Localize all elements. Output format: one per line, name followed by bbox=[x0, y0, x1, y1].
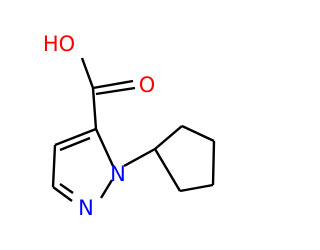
bond-c3-n2 bbox=[52, 186, 73, 202]
bond-cp-5 bbox=[153, 148, 182, 192]
bond-n1-c5 bbox=[94, 128, 115, 167]
bond-cp-2 bbox=[181, 124, 215, 143]
bond-c4-c3 bbox=[51, 144, 57, 188]
bond-c-oh bbox=[80, 57, 95, 89]
bond-n1-cp bbox=[123, 147, 156, 168]
structure-canvas: HO O N N bbox=[43, 32, 216, 220]
bond-cp-1 bbox=[154, 125, 183, 150]
atom-hydroxyl-oxygen: HO bbox=[43, 32, 75, 56]
molecule-drawing: HO O N N bbox=[43, 32, 216, 220]
bond-c5-c4 bbox=[54, 127, 97, 147]
bond-n2-n1 bbox=[99, 179, 114, 199]
bond-cp-3 bbox=[211, 140, 216, 186]
bond-c-o-double-a bbox=[92, 79, 134, 90]
bond-cp-4 bbox=[179, 183, 214, 193]
atom-nitrogen-1: N bbox=[110, 162, 126, 186]
bond-c-o-double-b bbox=[95, 86, 136, 96]
atom-nitrogen-2: N bbox=[78, 196, 94, 220]
atom-carbonyl-oxygen: O bbox=[139, 73, 156, 97]
bond-c3-n2-inner bbox=[59, 183, 74, 194]
bond-c-c5 bbox=[91, 87, 98, 130]
bond-c5-c4-inner bbox=[59, 136, 91, 152]
